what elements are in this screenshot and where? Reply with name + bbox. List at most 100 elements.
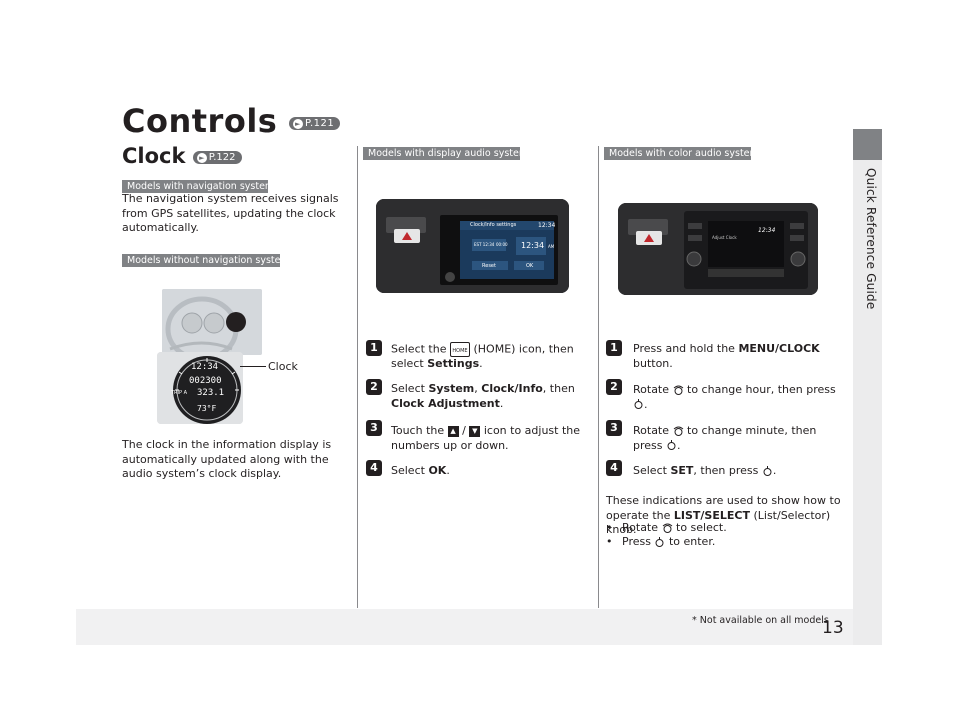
right-step-number-3: 3	[606, 420, 622, 436]
column-divider-left	[357, 146, 358, 608]
page-title: Controls ►P.121	[122, 102, 341, 140]
gauge-time: 12:34	[191, 362, 219, 372]
ref-arrow-icon: ►	[292, 118, 303, 129]
gauge-trip-value: 323.1	[197, 388, 225, 398]
bullet-rotate-pre: Rotate	[622, 521, 659, 534]
screen-mid-time: 00:00	[496, 242, 508, 247]
step-2-b2: Clock/Info	[481, 382, 543, 395]
right-step-3-text: Rotate to change minute, then press .	[633, 424, 817, 452]
title-page-ref[interactable]: ►P.121	[288, 116, 341, 130]
indication-text-1: These indications are used to show how t…	[606, 494, 841, 522]
step-1-pre: Select the	[391, 342, 447, 356]
bullet-dot: •	[606, 521, 613, 534]
title-ref-text: P.121	[304, 117, 335, 129]
right-step-1-pre: Press and hold the	[633, 342, 735, 355]
rotate-knob-icon	[662, 523, 672, 533]
press-knob-icon	[667, 440, 676, 450]
bullet-rotate: • Rotate to select.	[606, 521, 727, 535]
indication-text-2: (List/Selector) knob.	[606, 508, 831, 537]
subtitle-page-ref[interactable]: ►P.122	[192, 150, 242, 164]
step-number-3: 3	[366, 420, 382, 436]
step-3-pre: Touch the	[391, 424, 445, 437]
right-step-1-post: button.	[633, 356, 673, 370]
ref-arrow-icon: ►	[196, 152, 207, 163]
side-tab-marker	[853, 129, 882, 160]
step-4-post: .	[446, 464, 450, 477]
subtitle-ref-text: P.122	[208, 151, 236, 163]
screen-adjust-clock: Adjust Clock	[712, 235, 737, 240]
step-4-text: Select OK.	[391, 464, 591, 479]
page-number: 13	[822, 618, 844, 638]
right-step-4-post: , then press	[693, 464, 759, 477]
bullet-rotate-post: to select.	[676, 521, 727, 534]
screen-status-time: 12:34	[538, 222, 556, 229]
step-1-text: Select the HOME (HOME) icon, then select…	[391, 342, 601, 372]
side-tab-bar	[853, 129, 882, 645]
right-step-1-bold: MENU/CLOCK	[738, 342, 820, 355]
screen-color-time: 12:34	[758, 227, 776, 234]
screen-est: EST 12:34	[474, 242, 495, 247]
gauge-trip-label: TRIP A	[171, 390, 188, 396]
arrow-up-icon: ▲	[447, 425, 459, 437]
indication-bold: LIST/SELECT	[673, 508, 750, 522]
color-audio-unit-image: 12:34 Adjust Clock	[618, 203, 818, 295]
rotate-knob-icon	[673, 385, 683, 395]
right-step-2-text: Rotate to change hour, then press .	[633, 383, 836, 411]
display-audio-unit-image: Clock/Info settings 12:34 EST 12:34 00:0…	[376, 199, 569, 293]
right-step-3-pre: Rotate	[633, 424, 670, 437]
right-step-2-pre: Rotate	[633, 383, 670, 396]
dashboard-photo	[162, 289, 262, 355]
section-subtitle: Clock ►P.122	[122, 144, 242, 168]
footer-band	[76, 609, 853, 645]
right-step-number-4: 4	[606, 460, 622, 476]
step-2-post: .	[499, 396, 504, 410]
navigation-paragraph: The navigation system receives signals f…	[122, 192, 339, 234]
step-4-pre: Select	[391, 464, 425, 477]
subtitle-text: Clock	[122, 144, 186, 168]
clock-paragraph: The clock in the information display is …	[122, 438, 332, 480]
tag-display-audio-models: Models with display audio system	[363, 147, 528, 160]
step-2-b3: Clock Adjustment	[391, 396, 500, 410]
step-2-s1: ,	[474, 382, 478, 395]
step-2-s2: , then	[542, 382, 575, 395]
step-2-pre: Select	[391, 382, 425, 395]
step-number-2: 2	[366, 379, 382, 395]
right-step-4-pre: Select	[633, 464, 667, 477]
bullet-dot: •	[606, 535, 613, 548]
right-step-2-post: to change hour, then press	[687, 383, 836, 396]
side-label: Quick Reference Guide	[864, 168, 878, 310]
right-step-4-bold: SET	[670, 464, 694, 477]
step-1-mid: (HOME) icon, then select	[391, 342, 574, 371]
clock-callout-line	[240, 366, 266, 367]
bullet-press-post: to enter.	[668, 535, 716, 548]
gauge-temperature: 73°F	[197, 404, 217, 413]
step-2-text: Select System, Clock/Info, then Clock Ad…	[391, 382, 591, 411]
bullet-press-pre: Press	[622, 535, 651, 548]
tag-navigation-models: Models with navigation system	[122, 180, 274, 193]
rotate-knob-icon	[673, 426, 683, 436]
gauge-closeup: 12:34 002300 TRIP A 323.1 73°F	[157, 352, 243, 424]
knob-indication-paragraph: These indications are used to show how t…	[606, 494, 846, 538]
screen-title: Clock/Info settings	[470, 222, 517, 228]
step-1-post: .	[479, 357, 483, 370]
column-divider-right	[598, 146, 599, 608]
press-knob-icon	[763, 465, 772, 476]
footnote: * Not available on all models	[692, 615, 829, 626]
tag-non-navigation-models: Models without navigation system	[122, 254, 290, 267]
clock-callout-label: Clock	[268, 360, 298, 373]
step-number-4: 4	[366, 460, 382, 476]
right-step-1-text: Press and hold the MENU/CLOCK button.	[633, 342, 843, 371]
step-3-sep: /	[462, 424, 466, 437]
screen-am: AM	[548, 244, 555, 249]
right-step-3-post: to change minute, then press	[633, 424, 817, 452]
screen-ok-button: OK	[526, 263, 534, 269]
page-title-text: Controls	[122, 102, 278, 140]
screen-big-time: 12:34	[521, 241, 545, 250]
gauge-odometer: 002300	[189, 376, 222, 386]
home-icon: HOME	[449, 342, 470, 357]
step-3-text: Touch the ▲ / ▼ icon to adjust the numbe…	[391, 424, 591, 453]
bullet-press: • Press to enter.	[606, 535, 715, 549]
press-knob-icon	[655, 536, 664, 547]
right-step-number-2: 2	[606, 379, 622, 395]
step-number-1: 1	[366, 340, 382, 356]
